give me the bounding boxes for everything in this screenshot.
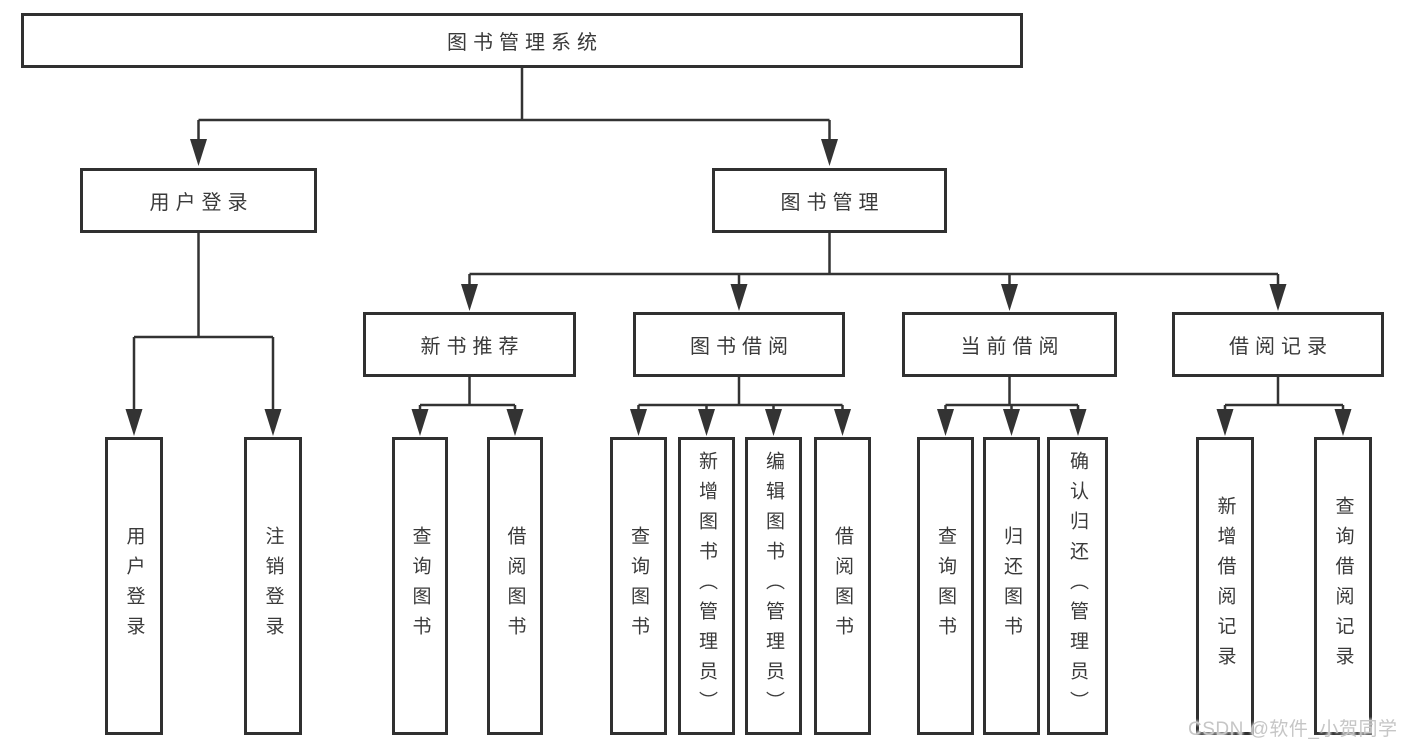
- node-leaf-query-books-current: 查询图书: [917, 437, 974, 735]
- node-leaf-add-books-admin: 新增图书（管理员）: [678, 437, 735, 735]
- node-leaf-return-books: 归还图书: [983, 437, 1040, 735]
- node-leaf-query-borrow-record: 查询借阅记录: [1314, 437, 1372, 735]
- node-label: 当前借阅: [960, 336, 1065, 358]
- node-leaf-confirm-return-admin: 确认归还（管理员）: [1047, 437, 1108, 735]
- node-label: 新书推荐: [420, 336, 525, 358]
- node-book-management: 图书管理: [712, 168, 947, 233]
- node-book-borrow: 图书借阅: [633, 312, 845, 377]
- leaf-label: 注销登录: [262, 526, 284, 646]
- node-label: 图书管理: [780, 192, 885, 214]
- leaf-label: 归还图书: [1001, 526, 1022, 646]
- leaf-label: 借阅图书: [832, 526, 853, 646]
- csdn-watermark: CSDN @软件_小贺同学: [1188, 719, 1398, 740]
- node-new-book-recommend: 新书推荐: [363, 312, 576, 377]
- leaf-label: 新增借阅记录: [1214, 496, 1236, 676]
- node-leaf-borrow-books-recommend: 借阅图书: [487, 437, 543, 735]
- node-label: 借阅记录: [1229, 336, 1333, 358]
- node-leaf-query-books-recommend: 查询图书: [392, 437, 448, 735]
- leaf-label: 查询图书: [628, 526, 649, 646]
- leaf-label: 查询图书: [409, 526, 431, 646]
- leaf-label: 确认归还（管理员）: [1067, 451, 1088, 721]
- leaf-label: 查询借阅记录: [1332, 496, 1354, 676]
- node-leaf-borrow-books: 借阅图书: [814, 437, 871, 735]
- node-library-management-system: 图书管理系统: [21, 13, 1023, 68]
- node-label: 图书借阅: [690, 336, 794, 358]
- leaf-label: 查询图书: [935, 526, 956, 646]
- node-leaf-query-books-borrow: 查询图书: [610, 437, 667, 735]
- leaf-label: 编辑图书（管理员）: [763, 451, 784, 721]
- node-label: 用户登录: [149, 192, 254, 214]
- node-leaf-logout: 注销登录: [244, 437, 302, 735]
- leaf-label: 新增图书（管理员）: [696, 451, 717, 721]
- node-leaf-edit-books-admin: 编辑图书（管理员）: [745, 437, 802, 735]
- node-borrow-record: 借阅记录: [1172, 312, 1384, 377]
- node-leaf-user-login: 用户登录: [105, 437, 163, 735]
- node-label: 图书管理系统: [447, 32, 603, 54]
- node-leaf-add-borrow-record: 新增借阅记录: [1196, 437, 1254, 735]
- leaf-label: 借阅图书: [504, 526, 526, 646]
- node-user-login: 用户登录: [80, 168, 317, 233]
- leaf-label: 用户登录: [123, 526, 145, 646]
- node-current-borrow: 当前借阅: [902, 312, 1117, 377]
